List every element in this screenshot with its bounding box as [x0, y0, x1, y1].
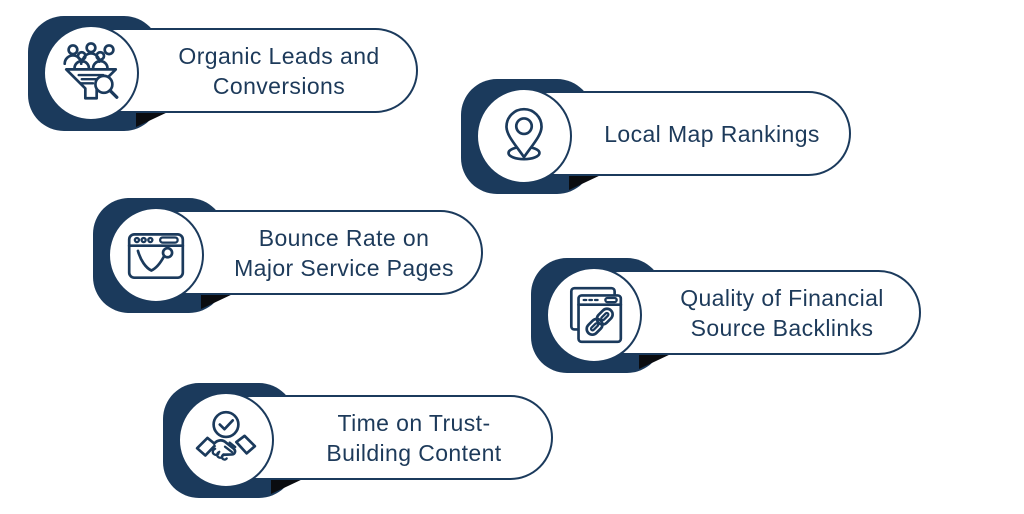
handshake-check-icon — [195, 410, 257, 461]
fold-shadow — [639, 353, 673, 369]
fold-shadow — [569, 174, 603, 190]
label-line: Local Map Rankings — [604, 120, 820, 147]
location-pin-icon — [505, 107, 543, 161]
browser-chain-link-icon — [569, 286, 623, 344]
callout-bounce-rate: Bounce Rate on Major Service Pages — [93, 198, 483, 316]
callout-label: Organic Leads and Conversions — [146, 28, 412, 113]
label-line: Source Backlinks — [690, 314, 874, 341]
browser-bounce-arrow-icon — [127, 233, 185, 280]
label-line: Building Content — [326, 439, 502, 466]
callout-organic-leads: Organic Leads and Conversions — [28, 16, 418, 134]
icon-badge — [178, 392, 274, 488]
callout-label: Quality of Financial Source Backlinks — [649, 270, 915, 355]
callout-trust-content: Time on Trust- Building Content — [163, 383, 553, 501]
callout-backlinks: Quality of Financial Source Backlinks — [531, 258, 921, 376]
callout-label: Bounce Rate on Major Service Pages — [211, 210, 477, 295]
label-line: Major Service Pages — [234, 254, 454, 281]
icon-badge — [43, 25, 139, 121]
label-line: Bounce Rate on — [258, 224, 430, 251]
callout-local-map: Local Map Rankings — [461, 79, 851, 197]
icon-badge — [108, 207, 204, 303]
callout-label: Local Map Rankings — [579, 91, 845, 176]
label-line: Quality of Financial — [680, 284, 884, 311]
label-line: Time on Trust- — [337, 409, 491, 436]
icon-badge — [546, 267, 642, 363]
funnel-audience-search-icon — [63, 42, 119, 100]
icon-badge — [476, 88, 572, 184]
label-line: Organic Leads and — [178, 42, 380, 69]
callout-label: Time on Trust- Building Content — [281, 395, 547, 480]
label-line: Conversions — [212, 72, 346, 99]
